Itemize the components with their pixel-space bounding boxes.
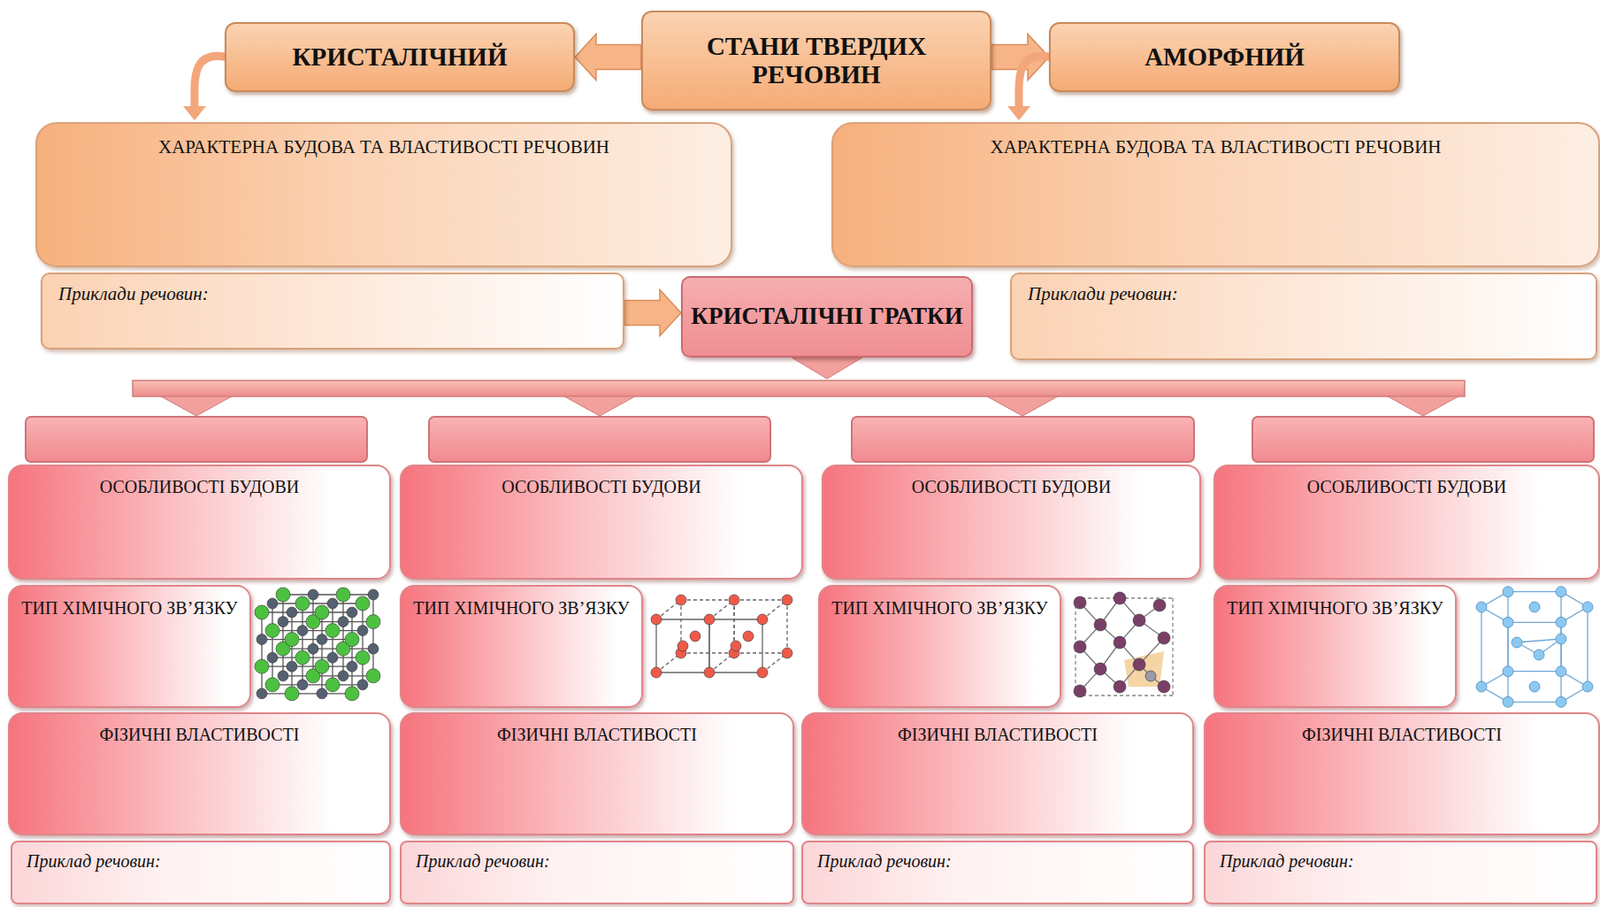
property-box: ФІЗИЧНІ ВЛАСТИВОСТІ	[801, 711, 1195, 835]
node-text: ОСОБЛИВОСТІ БУДОВИ	[1225, 476, 1588, 498]
property-box: ТИП ХІМІЧНОГО ЗВ’ЯЗКУ	[1213, 584, 1457, 708]
connector-arrow	[1007, 55, 1051, 121]
node-text: ОСОБЛИВОСТІ БУДОВИ	[412, 476, 791, 498]
examples-box: Приклад речовин:	[10, 840, 391, 904]
block-arrow	[574, 34, 642, 81]
title-box: СТАНИ ТВЕРДИХ РЕЧОВИН	[641, 10, 992, 111]
property-box: ОСОБЛИВОСТІ БУДОВИ	[821, 464, 1202, 580]
property-box: ФІЗИЧНІ ВЛАСТИВОСТІ	[1203, 711, 1600, 835]
node-text: Приклад речовин:	[817, 850, 1179, 872]
empty-header	[1252, 416, 1594, 462]
node-text: ФІЗИЧНІ ВЛАСТИВОСТІ	[1216, 724, 1588, 745]
description-box: ХАРАКТЕРНА БУДОВА ТА ВЛАСТИВОСТІ РЕЧОВИН	[831, 122, 1600, 268]
state-box: КРИСТАЛІЧНИЙ	[224, 22, 575, 92]
examples-box: Приклади речовин:	[1010, 272, 1598, 360]
examples-box: Приклад речовин:	[801, 840, 1195, 904]
property-box: ОСОБЛИВОСТІ БУДОВИ	[399, 464, 804, 580]
connector-line	[194, 55, 227, 108]
property-box: ТИП ХІМІЧНОГО ЗВ’ЯЗКУ	[7, 584, 252, 708]
down-arrow	[160, 396, 232, 416]
property-box: ФІЗИЧНІ ВЛАСТИВОСТІ	[7, 711, 391, 835]
node-text: ФІЗИЧНІ ВЛАСТИВОСТІ	[20, 724, 379, 745]
examples-box: Приклад речовин:	[1203, 840, 1598, 904]
ionic-lattice	[254, 587, 381, 701]
property-box: ОСОБЛИВОСТІ БУДОВИ	[1213, 464, 1600, 580]
node-text: Приклад речовин:	[415, 850, 779, 872]
node-text: АМОРФНИЙ	[1144, 43, 1305, 72]
node-text: КРИСТАЛІЧНИЙ	[292, 43, 508, 72]
down-arrow	[1387, 396, 1459, 416]
node-text: ТИП ХІМІЧНОГО ЗВ’ЯЗКУ	[828, 597, 1051, 619]
node-text: СТАНИ ТВЕРДИХ РЕЧОВИН	[650, 32, 983, 90]
node-text: ХАРАКТЕРНА БУДОВА ТА ВЛАСТИВОСТІ РЕЧОВИН	[51, 136, 717, 159]
property-box: ТИП ХІМІЧНОГО ЗВ’ЯЗКУ	[399, 584, 644, 708]
node-text: ТИП ХІМІЧНОГО ЗВ’ЯЗКУ	[410, 597, 633, 619]
state-box: АМОРФНИЙ	[1048, 22, 1401, 92]
node-text: Приклади речовин:	[1027, 283, 1580, 306]
empty-header	[25, 416, 368, 462]
property-box: ФІЗИЧНІ ВЛАСТИВОСТІ	[399, 711, 795, 835]
node-text: ТИП ХІМІЧНОГО ЗВ’ЯЗКУ	[1224, 597, 1447, 619]
down-arrow	[987, 396, 1058, 416]
description-box: ХАРАКТЕРНА БУДОВА ТА ВЛАСТИВОСТІ РЕЧОВИН	[35, 122, 733, 268]
connector-arrow	[574, 34, 642, 81]
arrow-head	[1007, 106, 1031, 121]
empty-header	[428, 416, 771, 462]
node-text: ФІЗИЧНІ ВЛАСТИВОСТІ	[813, 724, 1182, 745]
arrow-head	[183, 106, 207, 121]
examples-box: Приклад речовин:	[399, 840, 795, 904]
lattice-title-box: КРИСТАЛІЧНІ ГРАТКИ	[681, 275, 973, 358]
property-box: ТИП ХІМІЧНОГО ЗВ’ЯЗКУ	[818, 584, 1062, 708]
atomic-lattice	[1073, 591, 1173, 697]
connector-arrow	[183, 55, 227, 121]
connector-line	[1018, 55, 1051, 108]
empty-header	[851, 416, 1195, 462]
node-text: ФІЗИЧНІ ВЛАСТИВОСТІ	[412, 724, 782, 745]
examples-box: Приклади речовин:	[40, 272, 625, 350]
node-text: Приклад речовин:	[26, 850, 376, 872]
node-text: ТИП ХІМІЧНОГО ЗВ’ЯЗКУ	[18, 597, 241, 619]
node-text: ХАРАКТЕРНА БУДОВА ТА ВЛАСТИВОСТІ РЕЧОВИН	[847, 136, 1585, 159]
node-text: ОСОБЛИВОСТІ БУДОВИ	[834, 476, 1189, 498]
molecular-lattice	[650, 594, 793, 678]
property-box: ОСОБЛИВОСТІ БУДОВИ	[7, 464, 391, 580]
node-text: ОСОБЛИВОСТІ БУДОВИ	[20, 476, 379, 498]
metallic-lattice	[1476, 586, 1593, 708]
connector-arrow	[624, 290, 682, 337]
branch-bar	[132, 380, 1465, 397]
down-arrow	[564, 396, 636, 416]
down-arrow	[791, 357, 863, 379]
block-arrow	[624, 290, 682, 337]
node-text: Приклади речовин:	[58, 283, 607, 306]
node-text: КРИСТАЛІЧНІ ГРАТКИ	[690, 302, 963, 330]
node-text: Приклад речовин:	[1219, 850, 1582, 872]
